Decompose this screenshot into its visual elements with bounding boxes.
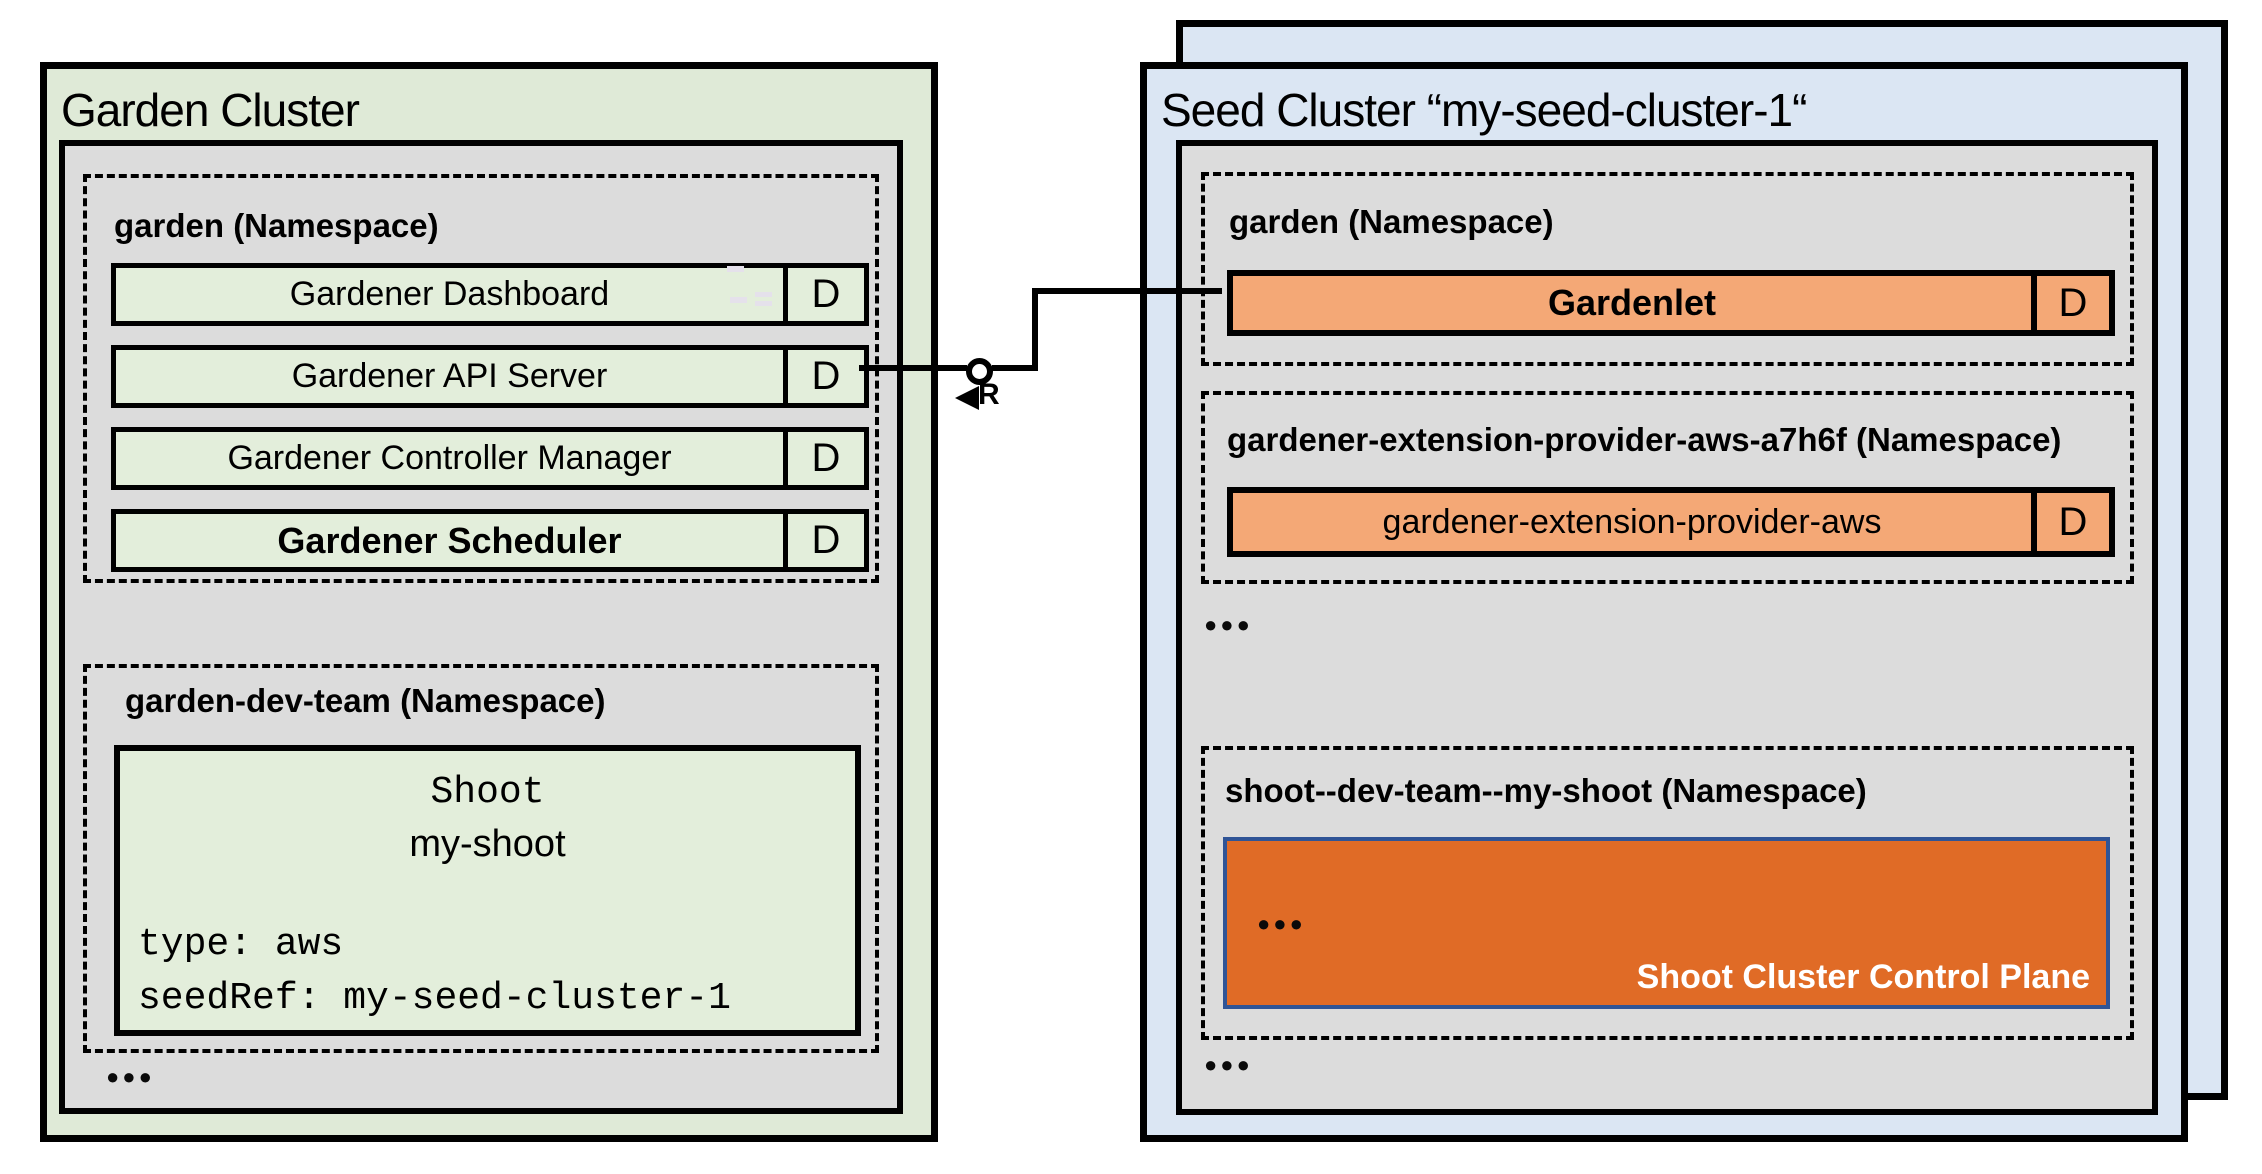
namespace-garden-dev-team-title: garden-dev-team (Namespace)	[125, 682, 606, 719]
arrow-left-icon	[955, 386, 979, 410]
namespace-garden-right-title: garden (Namespace)	[1229, 203, 1554, 240]
deployment-badge: D	[783, 514, 864, 567]
component-gardener-scheduler: Gardener Scheduler D	[111, 509, 869, 572]
ghost-dash	[755, 301, 772, 306]
connector-line-segment	[1032, 288, 1222, 294]
seed-cluster-title: Seed Cluster “my-seed-cluster-1“	[1161, 84, 1807, 136]
component-label: Gardener Dashboard	[289, 275, 610, 313]
control-plane-ellipsis: ●●●	[1257, 911, 1306, 936]
more-namespaces-ellipsis: ●●●	[1204, 612, 1253, 637]
connector-line-segment	[859, 365, 967, 371]
deployment-badge: D	[783, 350, 864, 403]
shoot-kind-label: Shoot	[430, 771, 545, 814]
shoot-spec-type: type: aws	[138, 923, 344, 966]
namespace-shoot-dev-team-title: shoot--dev-team--my-shoot (Namespace)	[1225, 772, 1867, 809]
shoot-spec-seedref: seedRef: my-seed-cluster-1	[138, 977, 731, 1020]
connector-r-label: R	[978, 378, 1000, 411]
ghost-dash	[755, 292, 772, 297]
component-label: Gardener Controller Manager	[227, 439, 672, 477]
namespace-garden-left-title: garden (Namespace)	[114, 207, 439, 244]
component-gardenlet: Gardenlet D	[1227, 270, 2115, 336]
ghost-dash	[727, 266, 744, 272]
deployment-badge: D	[783, 268, 864, 321]
garden-cluster-panel: garden (Namespace) Gardener Dashboard D …	[59, 140, 903, 1114]
connector-line-segment	[1032, 288, 1038, 371]
deployment-badge: D	[783, 432, 864, 485]
deployment-badge: D	[2031, 276, 2109, 330]
interface-circle	[966, 358, 993, 385]
more-namespaces-ellipsis: ●●●	[106, 1064, 155, 1089]
namespace-garden-right: garden (Namespace) Gardenlet D	[1201, 172, 2134, 366]
component-gardener-controller-manager: Gardener Controller Manager D	[111, 427, 869, 490]
namespace-shoot-dev-team: shoot--dev-team--my-shoot (Namespace) ●●…	[1201, 746, 2134, 1040]
control-plane-label: Shoot Cluster Control Plane	[1636, 958, 2090, 996]
namespace-garden-left: garden (Namespace) Gardener Dashboard D …	[83, 174, 879, 583]
ghost-dash	[730, 297, 747, 303]
more-namespaces-ellipsis: ●●●	[1204, 1052, 1253, 1077]
shoot-resource-box: Shoot my-shoot type: aws seedRef: my-see…	[114, 745, 861, 1036]
component-gardener-api-server: Gardener API Server D	[111, 345, 869, 408]
component-label: gardener-extension-provider-aws	[1382, 502, 1882, 541]
namespace-garden-dev-team: garden-dev-team (Namespace) Shoot my-sho…	[83, 664, 879, 1053]
component-extension-provider-aws: gardener-extension-provider-aws D	[1227, 487, 2115, 557]
component-label: Gardenlet	[1547, 282, 1717, 323]
garden-cluster-title: Garden Cluster	[61, 84, 360, 136]
namespace-extension-provider-title: gardener-extension-provider-aws-a7h6f (N…	[1227, 421, 2062, 458]
shoot-name-label: my-shoot	[409, 823, 566, 865]
deployment-badge: D	[2031, 493, 2109, 551]
component-label: Gardener Scheduler	[277, 519, 622, 561]
component-gardener-dashboard: Gardener Dashboard D	[111, 263, 869, 326]
namespace-extension-provider: gardener-extension-provider-aws-a7h6f (N…	[1201, 391, 2134, 584]
connector-line-segment	[992, 365, 1038, 371]
seed-cluster-panel: garden (Namespace) Gardenlet D gardener-…	[1176, 140, 2158, 1115]
shoot-cluster-control-plane-box: ●●● Shoot Cluster Control Plane	[1223, 837, 2110, 1009]
component-label: Gardener API Server	[291, 357, 608, 395]
